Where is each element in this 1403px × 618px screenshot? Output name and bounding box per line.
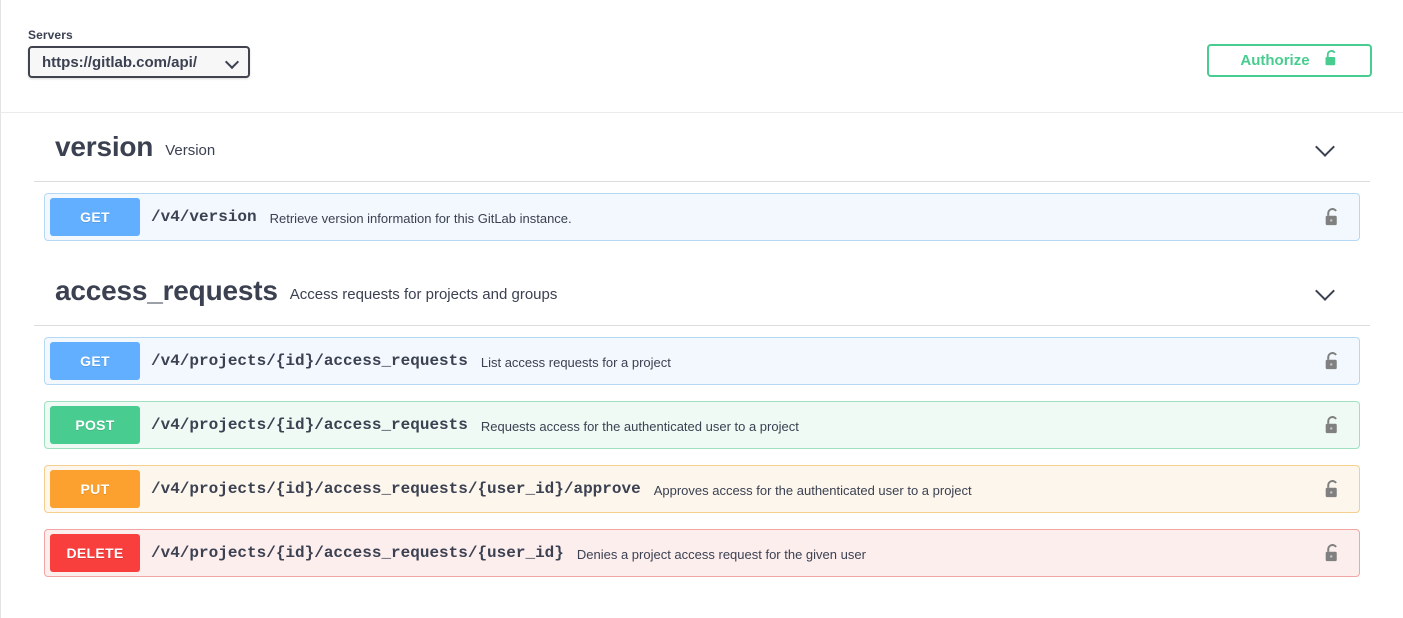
unlock-icon[interactable]: [1324, 207, 1341, 227]
tag-description: Version: [165, 141, 216, 159]
authorize-button[interactable]: Authorize: [1207, 44, 1372, 77]
server-select[interactable]: https://gitlab.com/api/: [28, 46, 250, 78]
operation-path: /v4/version: [151, 208, 257, 226]
chevron-down-icon: [227, 56, 239, 68]
unlock-icon[interactable]: [1324, 351, 1341, 371]
scheme-container: Servers https://gitlab.com/api/ Authoriz…: [1, 0, 1403, 113]
http-method-badge: GET: [50, 198, 140, 236]
http-method-badge: GET: [50, 342, 140, 380]
servers-block: Servers https://gitlab.com/api/: [28, 28, 250, 78]
http-method-badge: POST: [50, 406, 140, 444]
tag-header-version[interactable]: version Version: [34, 113, 1370, 182]
operation-summary: List access requests for a project: [480, 354, 671, 370]
servers-label: Servers: [28, 28, 73, 42]
operation-row[interactable]: GET /v4/version Retrieve version informa…: [44, 193, 1360, 241]
tag-name: access_requests: [55, 275, 278, 306]
operation-path: /v4/projects/{id}/access_requests/{user_…: [151, 544, 564, 562]
unlock-icon[interactable]: [1324, 543, 1341, 563]
operation-path: /v4/projects/{id}/access_requests: [151, 352, 468, 370]
authorize-wrapper: Authorize: [1207, 44, 1372, 77]
operations-list-access-requests: GET /v4/projects/{id}/access_requests Li…: [34, 326, 1370, 577]
api-operations-container: version Version GET /v4/version Retrieve…: [1, 113, 1403, 577]
tag-description: Access requests for projects and groups: [289, 285, 558, 303]
operation-row[interactable]: GET /v4/projects/{id}/access_requests Li…: [44, 337, 1360, 385]
operation-summary: Requests access for the authenticated us…: [480, 418, 799, 434]
unlock-icon[interactable]: [1324, 479, 1341, 499]
operations-list-version: GET /v4/version Retrieve version informa…: [34, 182, 1370, 241]
chevron-down-icon[interactable]: [1316, 281, 1336, 301]
tag-section-access-requests: access_requests Access requests for proj…: [34, 257, 1370, 577]
http-method-badge: PUT: [50, 470, 140, 508]
unlock-icon: [1324, 50, 1339, 71]
chevron-down-icon[interactable]: [1316, 137, 1336, 157]
operation-summary: Retrieve version information for this Gi…: [269, 210, 572, 226]
authorize-button-label: Authorize: [1240, 52, 1310, 69]
tag-name: version: [55, 131, 154, 162]
operation-row[interactable]: DELETE /v4/projects/{id}/access_requests…: [44, 529, 1360, 577]
operation-path: /v4/projects/{id}/access_requests: [151, 416, 468, 434]
tag-section-version: version Version GET /v4/version Retrieve…: [34, 113, 1370, 241]
operation-summary: Denies a project access request for the …: [576, 546, 866, 562]
operation-path: /v4/projects/{id}/access_requests/{user_…: [151, 480, 641, 498]
operation-summary: Approves access for the authenticated us…: [653, 482, 972, 498]
unlock-icon[interactable]: [1324, 415, 1341, 435]
http-method-badge: DELETE: [50, 534, 140, 572]
operation-row[interactable]: POST /v4/projects/{id}/access_requests R…: [44, 401, 1360, 449]
tag-header-access-requests[interactable]: access_requests Access requests for proj…: [34, 257, 1370, 326]
server-select-value: https://gitlab.com/api/: [42, 53, 198, 71]
operation-row[interactable]: PUT /v4/projects/{id}/access_requests/{u…: [44, 465, 1360, 513]
